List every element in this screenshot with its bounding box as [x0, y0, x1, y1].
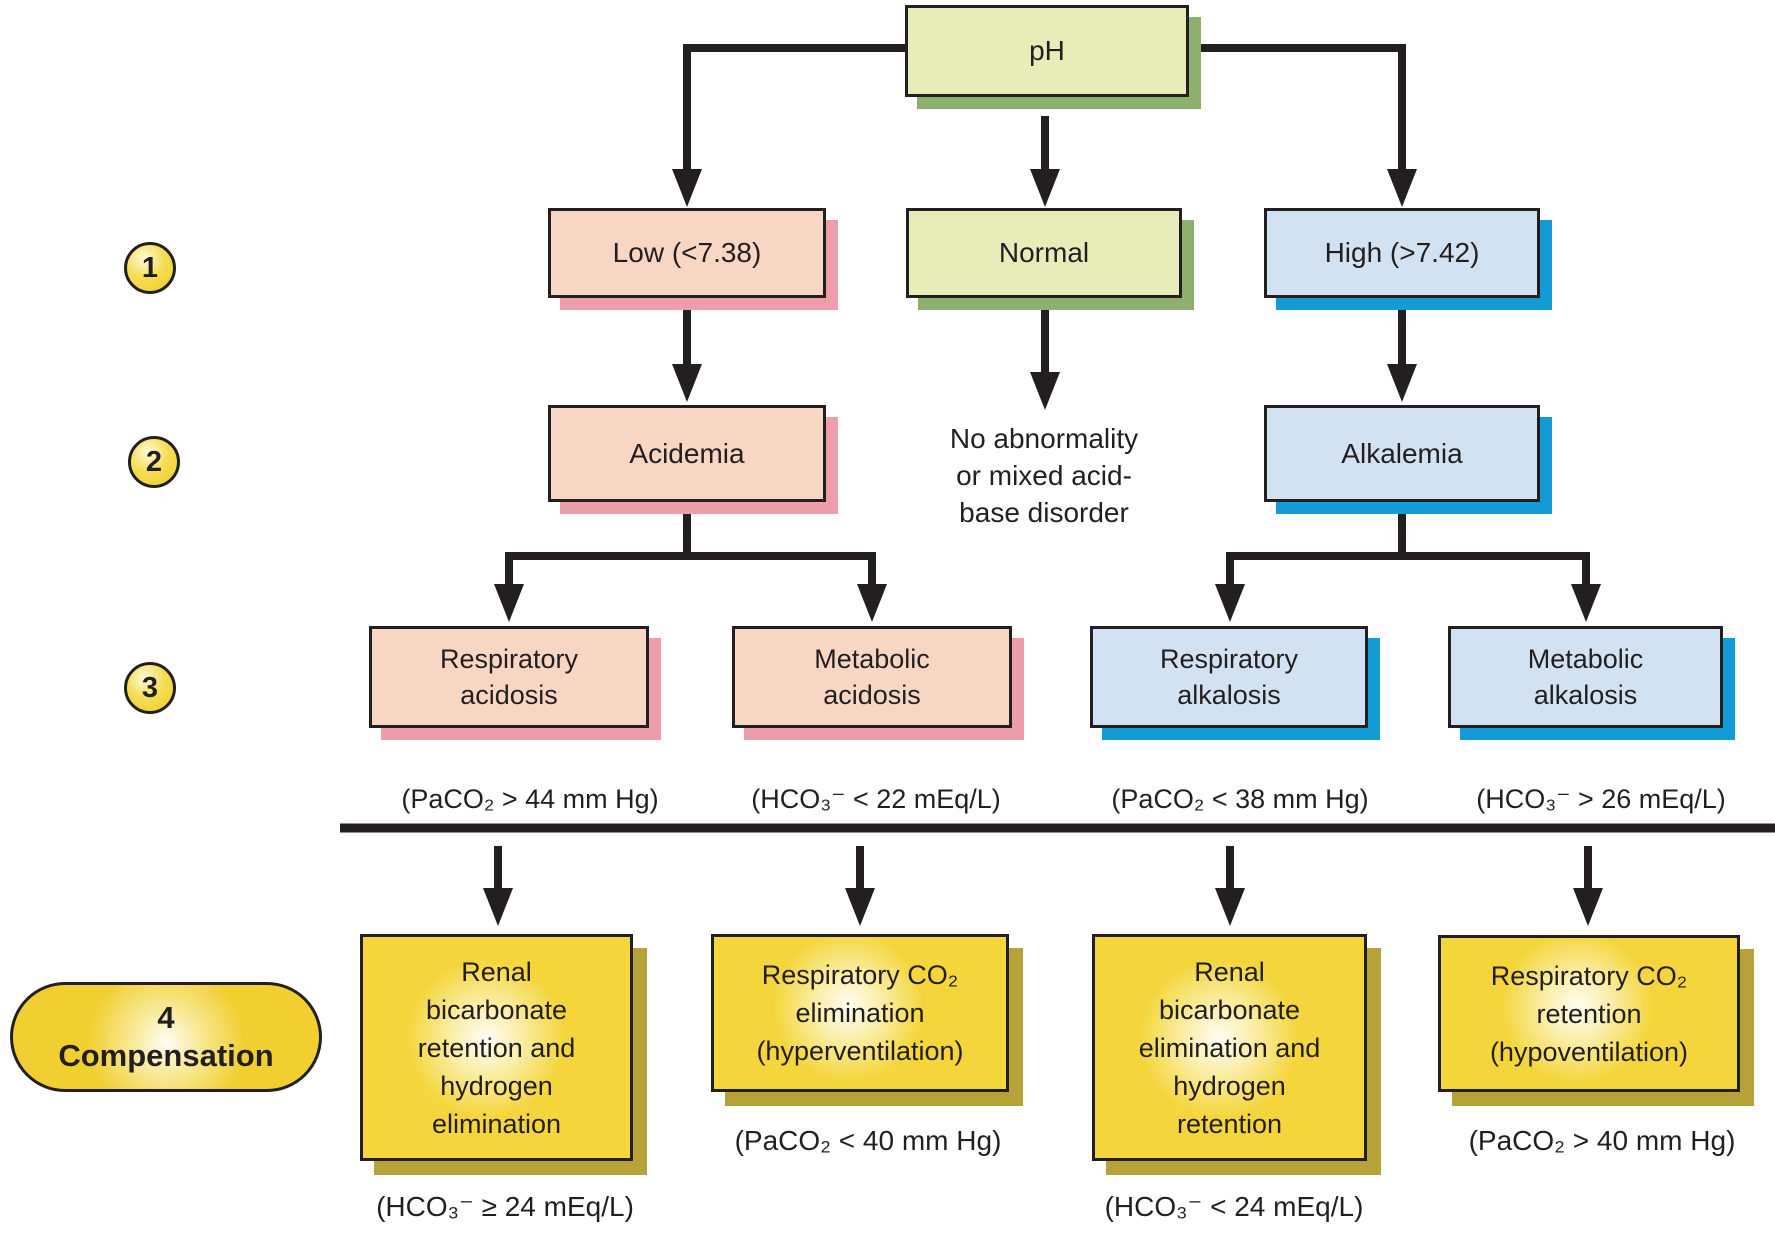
arrow-ph-to-low — [672, 44, 905, 207]
step-circle-2: 2 — [128, 436, 180, 488]
compensation-pill-number: 4 — [157, 1000, 175, 1035]
arrow-compensation-2 — [845, 846, 875, 926]
step-number-1: 1 — [141, 251, 159, 284]
compensation-criterion-respiratory-acidosis: (HCO₃⁻ ≥ 24 mEq/L) — [376, 1191, 634, 1222]
criterion-metabolic-acidosis: (HCO₃⁻ < 22 mEq/L) — [751, 784, 1001, 814]
step-circle-1: 1 — [124, 242, 176, 294]
outcome-normal-text: No abnormality or mixed acid- base disor… — [949, 423, 1139, 528]
branch-acidemia-split — [494, 510, 887, 622]
node-respiratory-alkalosis: Respiratory alkalosis — [1090, 626, 1368, 728]
node-alkalemia: Alkalemia — [1264, 405, 1540, 502]
criterion-respiratory-acidosis: (PaCO₂ > 44 mm Hg) — [401, 784, 659, 814]
compensation-respiratory-alkalosis: Renal bicarbonate elimination and hydrog… — [1092, 934, 1367, 1161]
step-number-3: 3 — [141, 671, 159, 704]
compensation-metabolic-acidosis: Respiratory CO₂ elimination (hyperventil… — [711, 934, 1009, 1092]
node-metabolic-acidosis: Metabolic acidosis — [732, 626, 1012, 728]
criterion-metabolic-alkalosis: (HCO₃⁻ > 26 mEq/L) — [1476, 784, 1726, 814]
arrow-low-to-acidemia — [672, 310, 702, 402]
node-acidemia: Acidemia — [548, 405, 826, 502]
node-respiratory-acidosis: Respiratory acidosis — [369, 626, 649, 728]
compensation-respiratory-acidosis: Renal bicarbonate retention and hydrogen… — [360, 934, 633, 1161]
node-high-ph: High (>7.42) — [1264, 208, 1540, 298]
arrow-compensation-1 — [483, 846, 513, 926]
node-metabolic-alkalosis: Metabolic alkalosis — [1448, 626, 1723, 728]
arrow-normal-to-outcome — [1030, 310, 1060, 410]
compensation-pill: 4 Compensation — [10, 982, 322, 1092]
arrow-high-to-alkalemia — [1387, 310, 1417, 402]
arrow-ph-to-normal — [1030, 116, 1060, 207]
arrow-ph-to-high — [1189, 44, 1417, 207]
compensation-criterion-metabolic-alkalosis: (PaCO₂ > 40 mm Hg) — [1468, 1125, 1736, 1156]
node-ph: pH — [905, 5, 1189, 97]
criterion-respiratory-alkalosis: (PaCO₂ < 38 mm Hg) — [1111, 784, 1369, 814]
step-circle-3: 3 — [124, 662, 176, 714]
compensation-metabolic-alkalosis: Respiratory CO₂ retention (hypoventilati… — [1438, 935, 1740, 1092]
compensation-criterion-metabolic-acidosis: (PaCO₂ < 40 mm Hg) — [734, 1125, 1002, 1156]
node-low-ph: Low (<7.38) — [548, 208, 826, 298]
compensation-pill-label: Compensation — [58, 1038, 274, 1073]
node-normal-ph: Normal — [906, 208, 1182, 298]
compensation-criterion-respiratory-alkalosis: (HCO₃⁻ < 24 mEq/L) — [1104, 1191, 1364, 1222]
arrow-compensation-4 — [1573, 846, 1603, 926]
arrow-compensation-3 — [1215, 846, 1245, 926]
branch-alkalemia-split — [1215, 510, 1601, 622]
step-number-2: 2 — [145, 445, 163, 478]
